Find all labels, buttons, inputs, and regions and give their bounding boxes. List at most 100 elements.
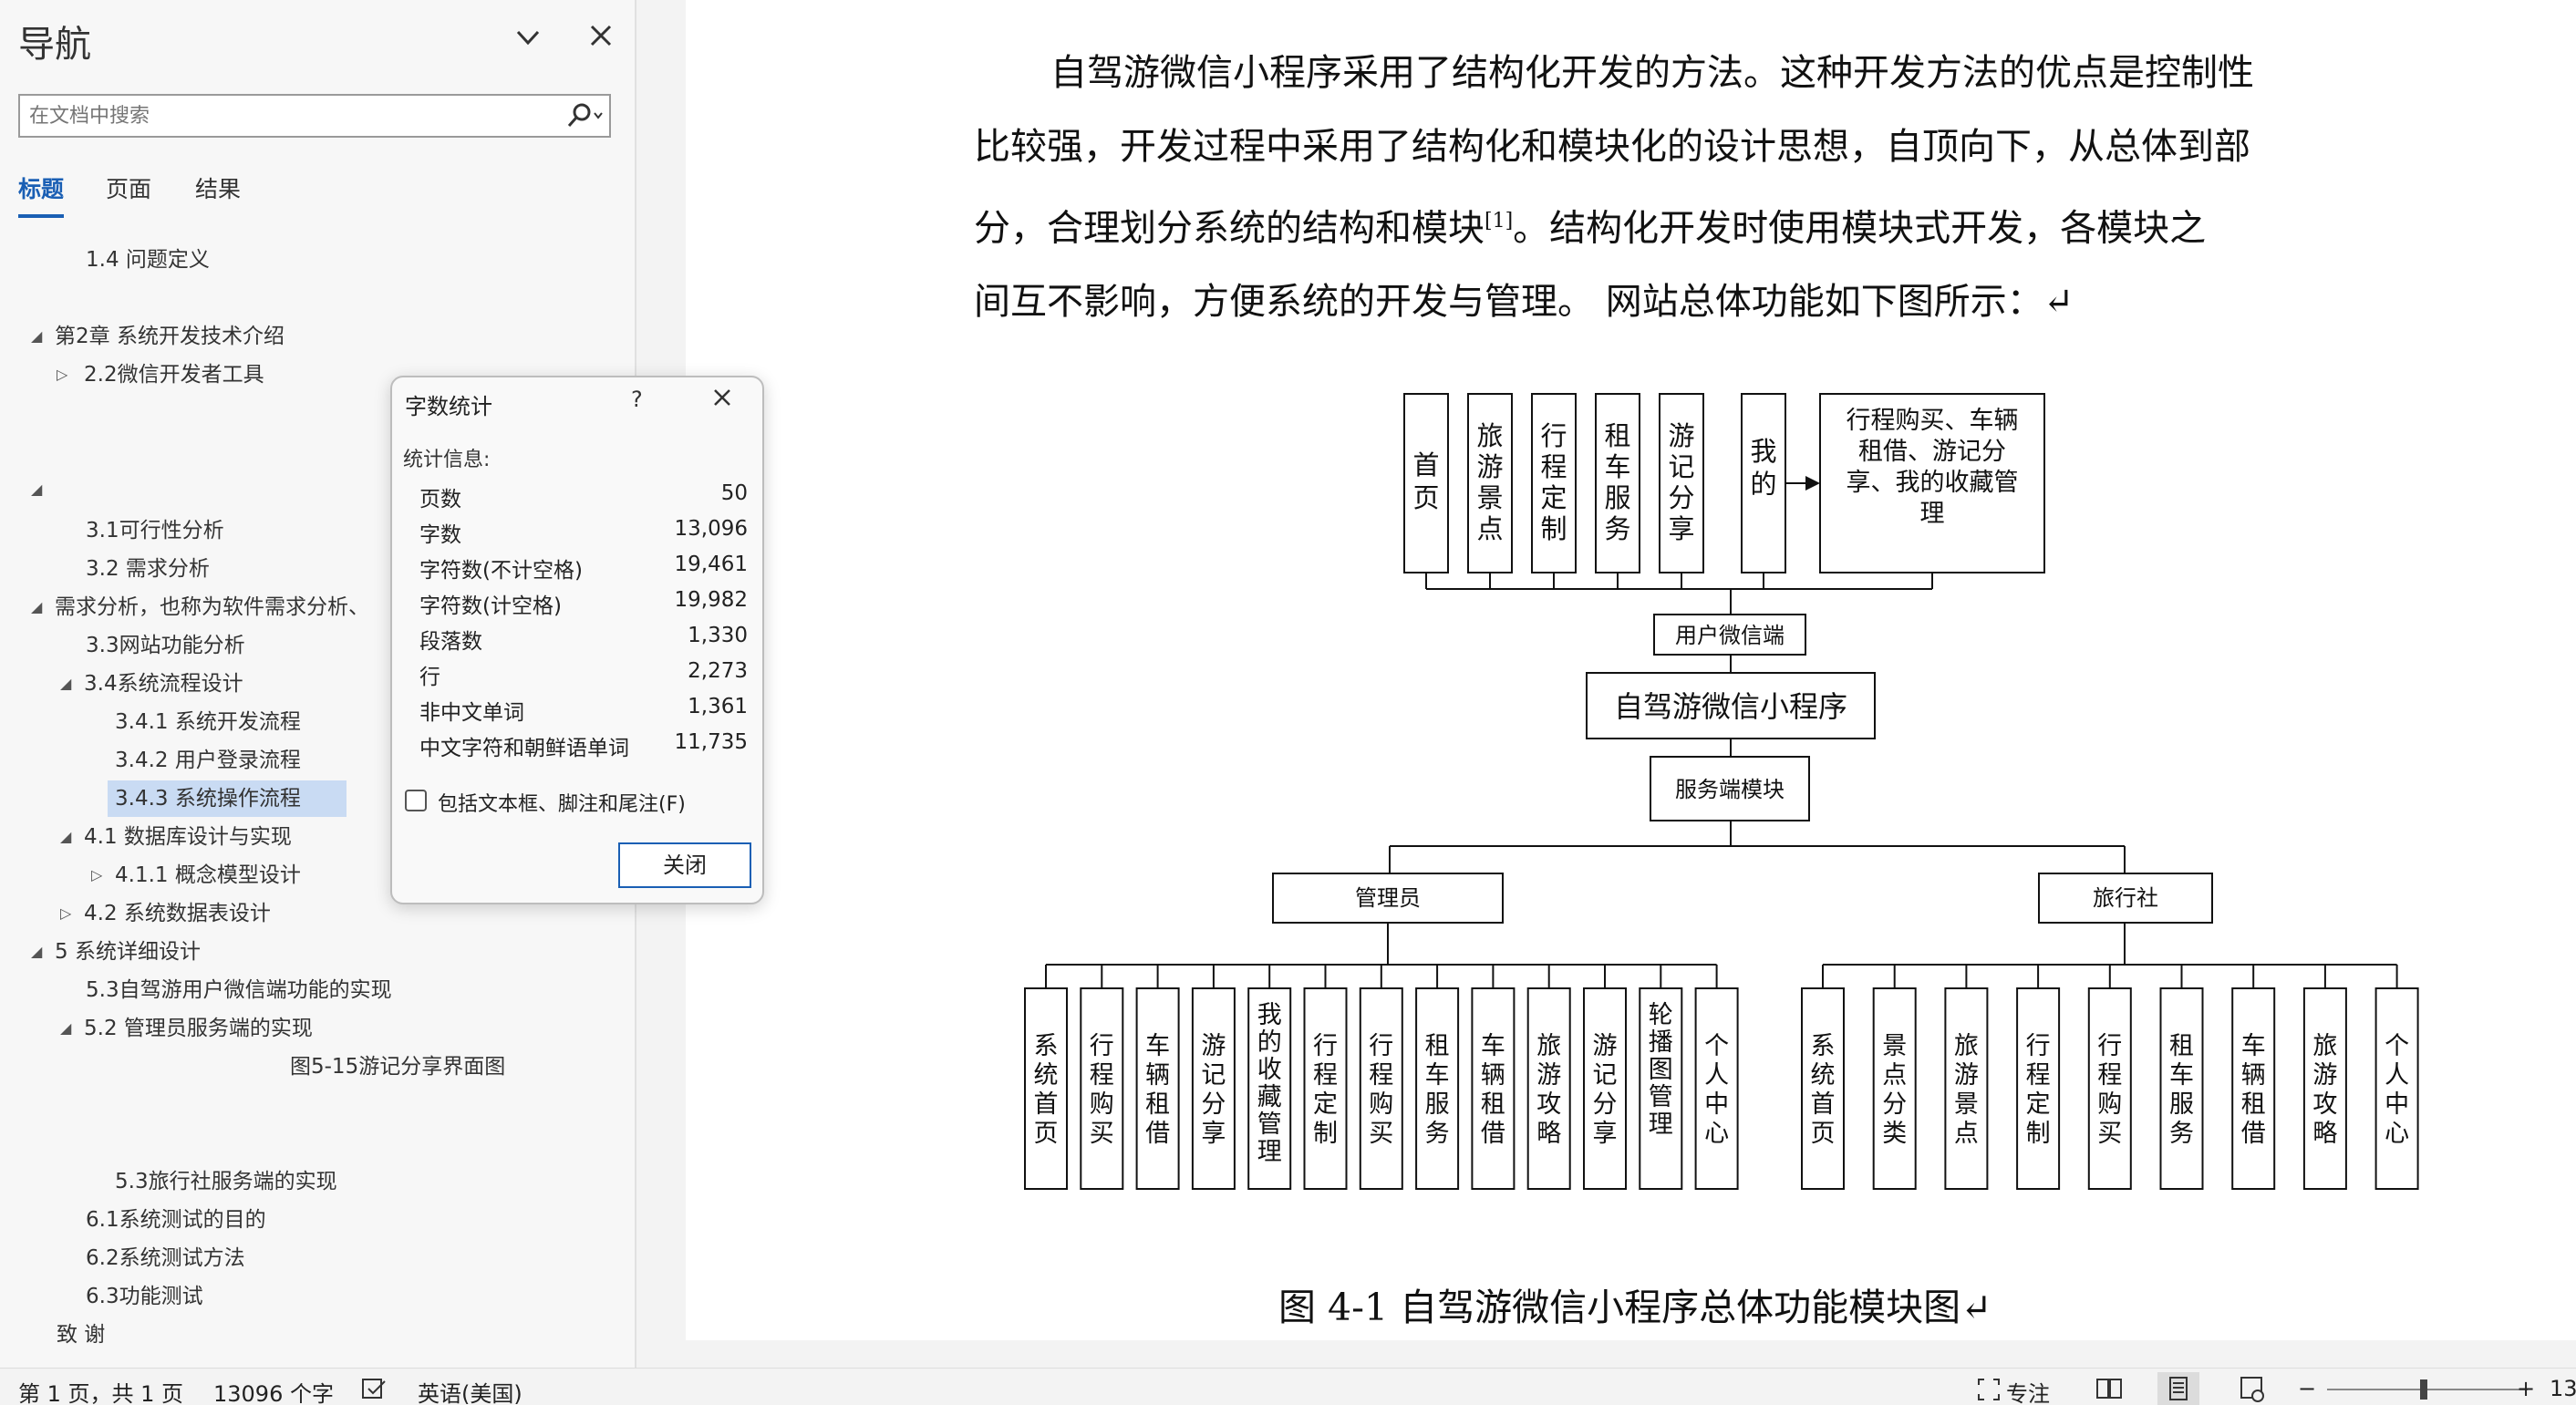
- module-box: [1471, 987, 1516, 1190]
- close-button[interactable]: 关闭: [618, 842, 751, 888]
- expanded-triangle-icon[interactable]: ◢: [31, 480, 43, 498]
- module-label: 定: [1540, 482, 1567, 513]
- expanded-triangle-icon[interactable]: ◢: [31, 598, 43, 615]
- module-label: 自驾游微信小程序: [1614, 689, 1847, 724]
- proofing-icon[interactable]: [361, 1378, 387, 1405]
- chevron-down-icon[interactable]: [511, 20, 545, 55]
- nav-heading-item[interactable]: 5.3旅行社服务端的实现: [115, 1163, 337, 1200]
- zoom-out-button[interactable]: −: [2298, 1376, 2317, 1401]
- nav-heading-label: 2.2微信开发者工具: [84, 363, 264, 387]
- module-label: 用户微信端: [1675, 623, 1785, 648]
- page-count[interactable]: 第 1 页，共 1 页: [18, 1381, 184, 1405]
- nav-heading-item[interactable]: 3.3网站功能分析: [86, 627, 245, 664]
- nav-search-box[interactable]: [18, 94, 611, 138]
- tab-results[interactable]: 结果: [195, 176, 242, 202]
- nav-heading-item[interactable]: ◢4.1 数据库设计与实现: [60, 819, 292, 855]
- module-label: 程: [1313, 1061, 1338, 1090]
- nav-heading-item[interactable]: 5.3自驾游用户微信端功能的实现: [86, 972, 392, 1008]
- collapsed-triangle-icon[interactable]: ▷: [57, 366, 68, 383]
- nav-heading-item[interactable]: ◢5 系统详细设计: [31, 934, 201, 970]
- module-box: [1303, 987, 1348, 1190]
- nav-heading-item[interactable]: 图5-15游记分享界面图: [290, 1049, 505, 1085]
- nav-heading-item[interactable]: ◢3.4系统流程设计: [60, 666, 243, 702]
- web-layout-icon[interactable]: [2230, 1372, 2272, 1405]
- nav-heading-item[interactable]: ▷ 2.2微信开发者工具: [57, 356, 264, 393]
- close-icon[interactable]: [708, 383, 737, 419]
- dialog-title: 字数统计: [405, 394, 492, 419]
- zoom-percent[interactable]: 13: [2550, 1376, 2576, 1401]
- close-icon[interactable]: [584, 18, 618, 53]
- tab-headings[interactable]: 标题: [18, 171, 65, 218]
- focus-icon[interactable]: [1977, 1378, 2001, 1405]
- expanded-triangle-icon[interactable]: ◢: [31, 943, 43, 960]
- tab-pages[interactable]: 页面: [106, 176, 152, 202]
- zoom-slider[interactable]: [2327, 1389, 2528, 1390]
- body-paragraph: 自驾游微信小程序采用了结构化开发的方法。这种开发方法的优点是控制性 比较强，开发…: [974, 36, 2296, 339]
- nav-heading-item[interactable]: 致 谢: [57, 1317, 105, 1353]
- module-label: 景: [1476, 482, 1503, 513]
- search-icon[interactable]: [565, 102, 603, 129]
- module-box: [2374, 987, 2419, 1190]
- expanded-triangle-icon[interactable]: ◢: [60, 828, 72, 845]
- module-label: 人: [2385, 1061, 2409, 1090]
- module-label: 系: [1034, 1032, 1059, 1060]
- nav-heading-item[interactable]: ◢ 5.2 管理员服务端的实现: [60, 1010, 313, 1047]
- expanded-triangle-icon[interactable]: ◢: [60, 675, 72, 692]
- module-label: 借: [1145, 1120, 1170, 1148]
- collapsed-triangle-icon[interactable]: ▷: [60, 904, 72, 922]
- nav-heading-item[interactable]: ◢第2章 系统开发技术介绍: [31, 318, 284, 355]
- expanded-triangle-icon[interactable]: ◢: [60, 1019, 72, 1037]
- search-input[interactable]: [29, 101, 540, 130]
- nav-heading-label: 1.4 问题定义: [86, 248, 210, 272]
- module-label: 购: [2097, 1090, 2122, 1119]
- module-box: [1595, 393, 1640, 573]
- word-count[interactable]: 13096 个字: [213, 1381, 334, 1405]
- help-icon[interactable]: ?: [631, 387, 643, 412]
- module-label: 游: [1536, 1061, 1561, 1090]
- nav-heading-item[interactable]: 6.2系统测试方法: [86, 1240, 245, 1276]
- module-box: [1872, 987, 1917, 1190]
- nav-heading-item[interactable]: ▷4.1.1 概念模型设计: [91, 857, 301, 894]
- read-mode-icon[interactable]: [2088, 1372, 2130, 1405]
- zoom-in-button[interactable]: +: [2517, 1376, 2536, 1401]
- checkbox-box[interactable]: [405, 790, 427, 811]
- nav-heading-item[interactable]: 1.4 问题定义: [86, 242, 210, 278]
- para-line-text: 。结构化开发时使用模块式开发，各模块之: [1513, 207, 2207, 250]
- nav-heading-item[interactable]: ▷4.2 系统数据表设计: [60, 895, 271, 932]
- module-label: 首: [1034, 1090, 1059, 1119]
- module-label: 旅: [1476, 420, 1503, 451]
- nav-heading-item[interactable]: 6.3功能测试: [86, 1278, 203, 1315]
- nav-heading-item[interactable]: 3.1可行性分析: [86, 512, 224, 549]
- module-label: 程: [2097, 1061, 2122, 1090]
- module-label: 图: [1649, 1056, 1673, 1084]
- nav-heading-label: 5.2 管理员服务端的实现: [84, 1017, 313, 1040]
- zoom-slider-thumb[interactable]: [2420, 1379, 2427, 1400]
- module-label: 管: [1649, 1083, 1673, 1111]
- nav-heading-item[interactable]: 3.4.2 用户登录流程: [115, 742, 301, 779]
- module-box: [2159, 987, 2204, 1190]
- module-label: 记: [1593, 1061, 1618, 1090]
- print-layout-icon[interactable]: [2157, 1372, 2199, 1405]
- expanded-triangle-icon[interactable]: ◢: [31, 327, 43, 345]
- module-box: [2231, 987, 2276, 1190]
- stat-row: 字符数(计空格)19,982: [419, 588, 748, 623]
- module-label: 分: [1668, 482, 1694, 513]
- nav-heading-item[interactable]: 6.1系统测试的目的: [86, 1202, 266, 1238]
- module-label: 游: [1668, 420, 1694, 451]
- nav-heading-item[interactable]: 3.2 需求分析: [86, 551, 210, 587]
- module-label: 服: [1425, 1090, 1450, 1119]
- nav-heading-label: 5.3自驾游用户微信端功能的实现: [86, 978, 392, 1002]
- focus-label[interactable]: 专注: [2006, 1381, 2050, 1405]
- collapsed-triangle-icon[interactable]: ▷: [91, 866, 103, 883]
- nav-heading-item[interactable]: 3.4.1 系统开发流程: [115, 704, 301, 740]
- nav-heading-item[interactable]: ◢需求分析，也称为软件需求分析、: [31, 589, 369, 625]
- module-label: 页: [1811, 1120, 1836, 1148]
- language[interactable]: 英语(美国): [418, 1381, 522, 1405]
- include-textboxes-checkbox[interactable]: 包括文本框、脚注和尾注(F): [405, 786, 751, 817]
- module-label: 我: [1750, 436, 1776, 467]
- nav-heading-item[interactable]: 3.4.3 系统操作流程: [108, 780, 347, 817]
